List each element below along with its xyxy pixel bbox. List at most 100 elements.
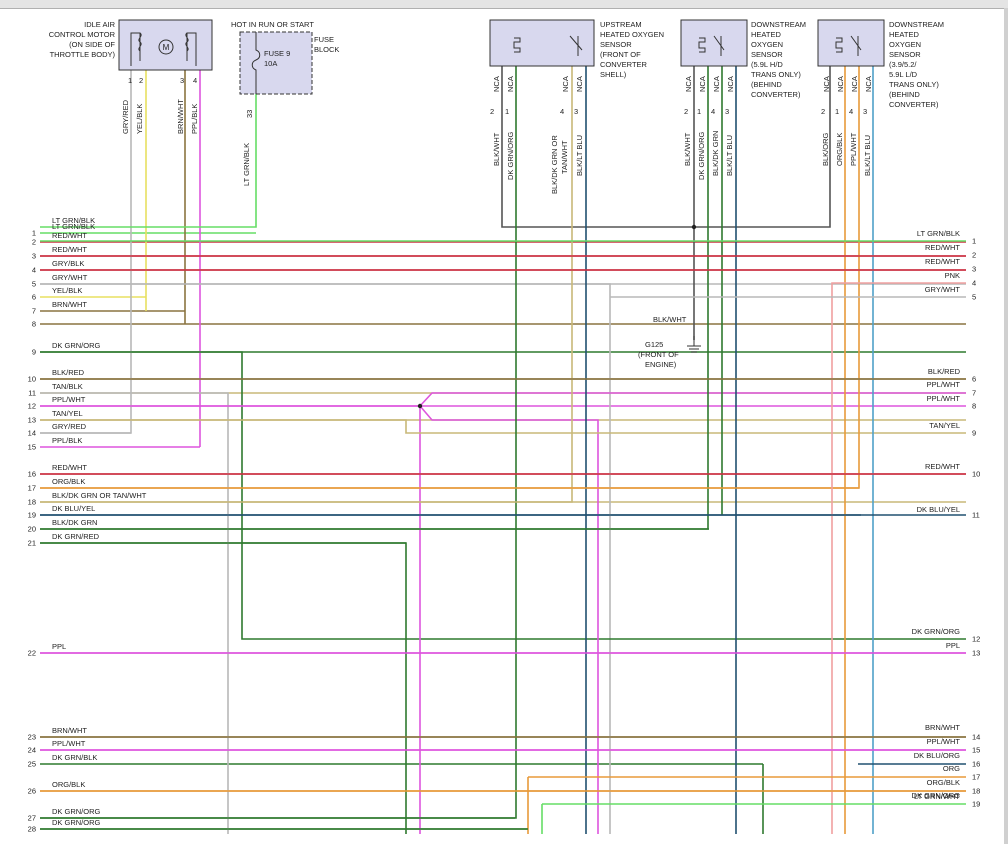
dsa-wire-1-label: BLK/WHT bbox=[683, 132, 692, 166]
left-pin-number: 22 bbox=[28, 649, 36, 658]
up-nca-2: NCA bbox=[506, 76, 515, 92]
dsb-title-6: 5.9L L/D bbox=[889, 70, 918, 79]
left-wire-label: TAN/YEL bbox=[52, 409, 83, 418]
fuse-block-label-2: BLOCK bbox=[314, 45, 339, 54]
ground-wire-label: BLK/WHT bbox=[653, 315, 687, 324]
right-pin-number: 18 bbox=[972, 787, 980, 796]
up-wire-2-label: DK GRN/ORG bbox=[506, 131, 515, 180]
upstream-oxygen-sensor: UPSTREAM HEATED OXYGEN SENSOR (FRONT OF … bbox=[489, 19, 664, 194]
left-wire-label: LT GRN/BLK bbox=[52, 222, 95, 231]
right-wire-label: DK GRN/ORG bbox=[912, 627, 961, 636]
dsa-title-4: SENSOR bbox=[751, 50, 783, 59]
dsb-pin-4: 4 bbox=[849, 107, 853, 116]
dsb-title-4: SENSOR bbox=[889, 50, 921, 59]
right-pin-number: 4 bbox=[972, 279, 976, 288]
dsb-pin-3: 3 bbox=[863, 107, 867, 116]
right-pin-number: 5 bbox=[972, 293, 976, 302]
right-pin-number: 2 bbox=[972, 251, 976, 260]
left-wire-label: PPL/WHT bbox=[52, 395, 86, 404]
dsa-wire-4-label: BLK/LT BLU bbox=[725, 135, 734, 176]
ground-title-1: G125 bbox=[645, 340, 663, 349]
left-pin-number: 26 bbox=[28, 787, 36, 796]
dsb-wire-2-label: ORG/BLK bbox=[835, 133, 844, 166]
sensor-element-icon bbox=[713, 35, 725, 56]
dsa-nca-3: NCA bbox=[712, 76, 721, 92]
fuse-feed-wire bbox=[40, 94, 257, 228]
left-wire-label: BLK/RED bbox=[52, 368, 85, 377]
dsb-nca-4: NCA bbox=[864, 76, 873, 92]
fuse-wire-label: LT GRN/BLK bbox=[242, 143, 251, 186]
fuse-rating-label: 10A bbox=[264, 59, 277, 68]
dsb-title-9: CONVERTER) bbox=[889, 100, 939, 109]
dsb-wire-4-label: BLK/LT BLU bbox=[863, 135, 872, 176]
iac-pin-3: 3 bbox=[180, 76, 184, 85]
dsa-title-5: (5.9L H/D bbox=[751, 60, 783, 69]
dsa-pin-4: 4 bbox=[711, 107, 715, 116]
right-wire-label: LT GRN/WHT bbox=[914, 792, 960, 801]
ground-title-3: ENGINE) bbox=[645, 360, 677, 369]
right-pin-number: 9 bbox=[972, 429, 976, 438]
upstream-sensor-box bbox=[489, 19, 595, 67]
dsb-nca-2: NCA bbox=[836, 76, 845, 92]
left-wire-label: PPL/BLK bbox=[52, 436, 82, 445]
left-wire-label: DK GRN/ORG bbox=[52, 807, 101, 816]
left-wire-label: BRN/WHT bbox=[52, 726, 87, 735]
dsb-title-2: HEATED bbox=[889, 30, 919, 39]
right-wire-label: PPL bbox=[946, 641, 960, 650]
dsb-pin-2: 2 bbox=[821, 107, 825, 116]
dsa-pin-3: 3 bbox=[725, 107, 729, 116]
right-wire-label: PPL/WHT bbox=[927, 380, 961, 389]
right-pin-number: 13 bbox=[972, 649, 980, 658]
downstream-a-sensor-box bbox=[680, 19, 748, 67]
left-wire-label: TAN/BLK bbox=[52, 382, 83, 391]
left-wire-label: PPL bbox=[52, 642, 66, 651]
left-pin-number: 20 bbox=[28, 525, 36, 534]
right-wire-label: ORG bbox=[943, 764, 960, 773]
right-wire-label: PPL/WHT bbox=[927, 737, 961, 746]
ground-g125: BLK/WHT G125 (FRONT OF ENGINE) bbox=[638, 315, 701, 369]
right-pin-number: 15 bbox=[972, 746, 980, 755]
left-pin-number: 2 bbox=[32, 238, 36, 247]
dsb-title-5: (3.9/5.2/ bbox=[889, 60, 917, 69]
up-title-2: HEATED OXYGEN bbox=[600, 30, 664, 39]
right-wire-label: LT GRN/BLK bbox=[917, 229, 960, 238]
downstream-oxygen-sensor-hd: DOWNSTREAM HEATED OXYGEN SENSOR (5.9L H/… bbox=[680, 19, 806, 180]
left-wire-label: BLK/DK GRN bbox=[52, 518, 97, 527]
up-title-6: SHELL) bbox=[600, 70, 627, 79]
left-wire-label: RED/WHT bbox=[52, 231, 87, 240]
left-wire-label: DK GRN/ORG bbox=[52, 818, 101, 827]
left-pin-number: 1 bbox=[32, 229, 36, 238]
left-wire-label: BLK/DK GRN OR TAN/WHT bbox=[52, 491, 147, 500]
ground-symbol-icon bbox=[687, 336, 701, 353]
left-pin-number: 19 bbox=[28, 511, 36, 520]
left-pin-number: 25 bbox=[28, 760, 36, 769]
left-pin-number: 3 bbox=[32, 252, 36, 261]
right-wire-label: BLK/RED bbox=[928, 367, 961, 376]
fuse-symbol-icon bbox=[251, 32, 261, 94]
right-pin-number: 10 bbox=[972, 470, 980, 479]
up-wire-4-label: BLK/LT BLU bbox=[575, 135, 584, 176]
left-wire-label: PPL/WHT bbox=[52, 739, 86, 748]
up-pin-1: 1 bbox=[505, 107, 509, 116]
downstream-oxygen-sensor-ld: DOWNSTREAM HEATED OXYGEN SENSOR (3.9/5.2… bbox=[817, 19, 944, 176]
blk-wht-ground-bus bbox=[501, 66, 831, 228]
left-pin-number: 16 bbox=[28, 470, 36, 479]
right-wire-label: RED/WHT bbox=[925, 257, 960, 266]
motor-symbol-letter: M bbox=[163, 43, 170, 52]
vertical-scrollbar[interactable] bbox=[1004, 8, 1008, 844]
sensor-element-icon bbox=[850, 35, 862, 56]
left-pin-number: 13 bbox=[28, 416, 36, 425]
left-pin-number: 6 bbox=[32, 293, 36, 302]
iac-wire-1-label: GRY/RED bbox=[121, 99, 130, 134]
fuse-block-label-1: FUSE bbox=[314, 35, 334, 44]
left-wire-label: YEL/BLK bbox=[52, 286, 82, 295]
right-pin-number: 19 bbox=[972, 800, 980, 809]
up-wire-1-label: BLK/WHT bbox=[492, 132, 501, 166]
up-pin-2: 2 bbox=[490, 107, 494, 116]
dsb-wire-1-label: BLK/ORG bbox=[821, 132, 830, 166]
up-title-5: CONVERTER bbox=[600, 60, 648, 69]
dsa-title-2: HEATED bbox=[751, 30, 781, 39]
wire-traces bbox=[40, 66, 966, 834]
fuse-hot-label: HOT IN RUN OR START bbox=[231, 20, 314, 29]
left-pin-number: 7 bbox=[32, 307, 36, 316]
